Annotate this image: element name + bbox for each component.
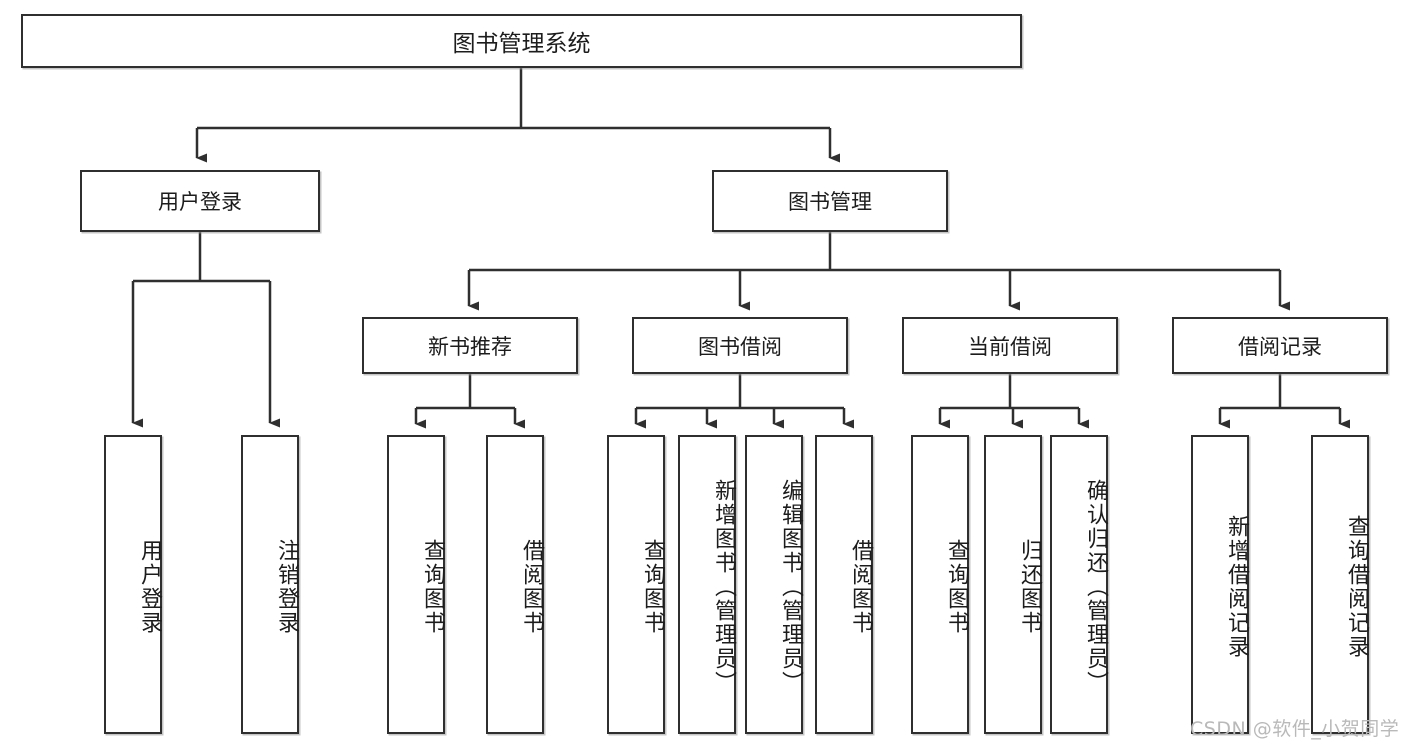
node-new-book-recommend[interactable]: 新书推荐 xyxy=(362,317,578,374)
leaf-edit-book-admin-label: 编辑图书（管理员） xyxy=(778,478,803,695)
leaf-query-book-borrow[interactable]: 查询图书 xyxy=(607,435,665,734)
node-book-management[interactable]: 图书管理 xyxy=(712,170,948,232)
node-borrow-record-label: 借阅记录 xyxy=(1238,334,1322,359)
leaf-query-borrow-record[interactable]: 查询借阅记录 xyxy=(1311,435,1369,734)
node-current-borrow[interactable]: 当前借阅 xyxy=(902,317,1118,374)
leaf-edit-book-admin[interactable]: 编辑图书（管理员） xyxy=(745,435,803,734)
leaf-return-book-label: 归还图书 xyxy=(1017,538,1042,635)
leaf-return-book[interactable]: 归还图书 xyxy=(984,435,1042,734)
leaf-add-borrow-record[interactable]: 新增借阅记录 xyxy=(1191,435,1249,734)
node-current-borrow-label: 当前借阅 xyxy=(968,334,1052,359)
node-new-book-recommend-label: 新书推荐 xyxy=(428,334,512,359)
leaf-query-book-current-label: 查询图书 xyxy=(944,538,969,635)
leaf-add-book-admin-label: 新增图书（管理员） xyxy=(711,478,736,695)
leaf-add-book-admin[interactable]: 新增图书（管理员） xyxy=(678,435,736,734)
node-borrow-record[interactable]: 借阅记录 xyxy=(1172,317,1388,374)
node-root-label: 图书管理系统 xyxy=(452,31,591,57)
leaf-logout[interactable]: 注销登录 xyxy=(241,435,299,734)
leaf-borrow-book-label: 借阅图书 xyxy=(848,538,873,635)
leaf-query-book-current[interactable]: 查询图书 xyxy=(911,435,969,734)
leaf-borrow-book[interactable]: 借阅图书 xyxy=(815,435,873,734)
leaf-user-login[interactable]: 用户登录 xyxy=(104,435,162,734)
leaf-query-book-recommend[interactable]: 查询图书 xyxy=(387,435,445,734)
node-user-login-label: 用户登录 xyxy=(158,190,242,214)
leaf-add-borrow-record-label: 新增借阅记录 xyxy=(1224,514,1249,659)
node-book-borrow-label: 图书借阅 xyxy=(698,334,782,359)
node-book-management-label: 图书管理 xyxy=(788,190,872,214)
leaf-query-borrow-record-label: 查询借阅记录 xyxy=(1344,514,1369,659)
node-root[interactable]: 图书管理系统 xyxy=(21,14,1022,68)
node-book-borrow[interactable]: 图书借阅 xyxy=(632,317,848,374)
leaf-query-book-recommend-label: 查询图书 xyxy=(420,538,445,635)
csdn-watermark: CSDN @软件_小贺同学 xyxy=(1190,718,1400,740)
leaf-query-book-borrow-label: 查询图书 xyxy=(640,538,665,635)
leaf-borrow-book-recommend[interactable]: 借阅图书 xyxy=(486,435,544,734)
leaf-confirm-return-admin[interactable]: 确认归还（管理员） xyxy=(1050,435,1108,734)
node-user-login[interactable]: 用户登录 xyxy=(80,170,320,232)
leaf-logout-label: 注销登录 xyxy=(274,538,299,635)
leaf-confirm-return-admin-label: 确认归还（管理员） xyxy=(1083,478,1108,695)
leaf-user-login-label: 用户登录 xyxy=(137,538,162,635)
leaf-borrow-book-recommend-label: 借阅图书 xyxy=(519,538,544,635)
